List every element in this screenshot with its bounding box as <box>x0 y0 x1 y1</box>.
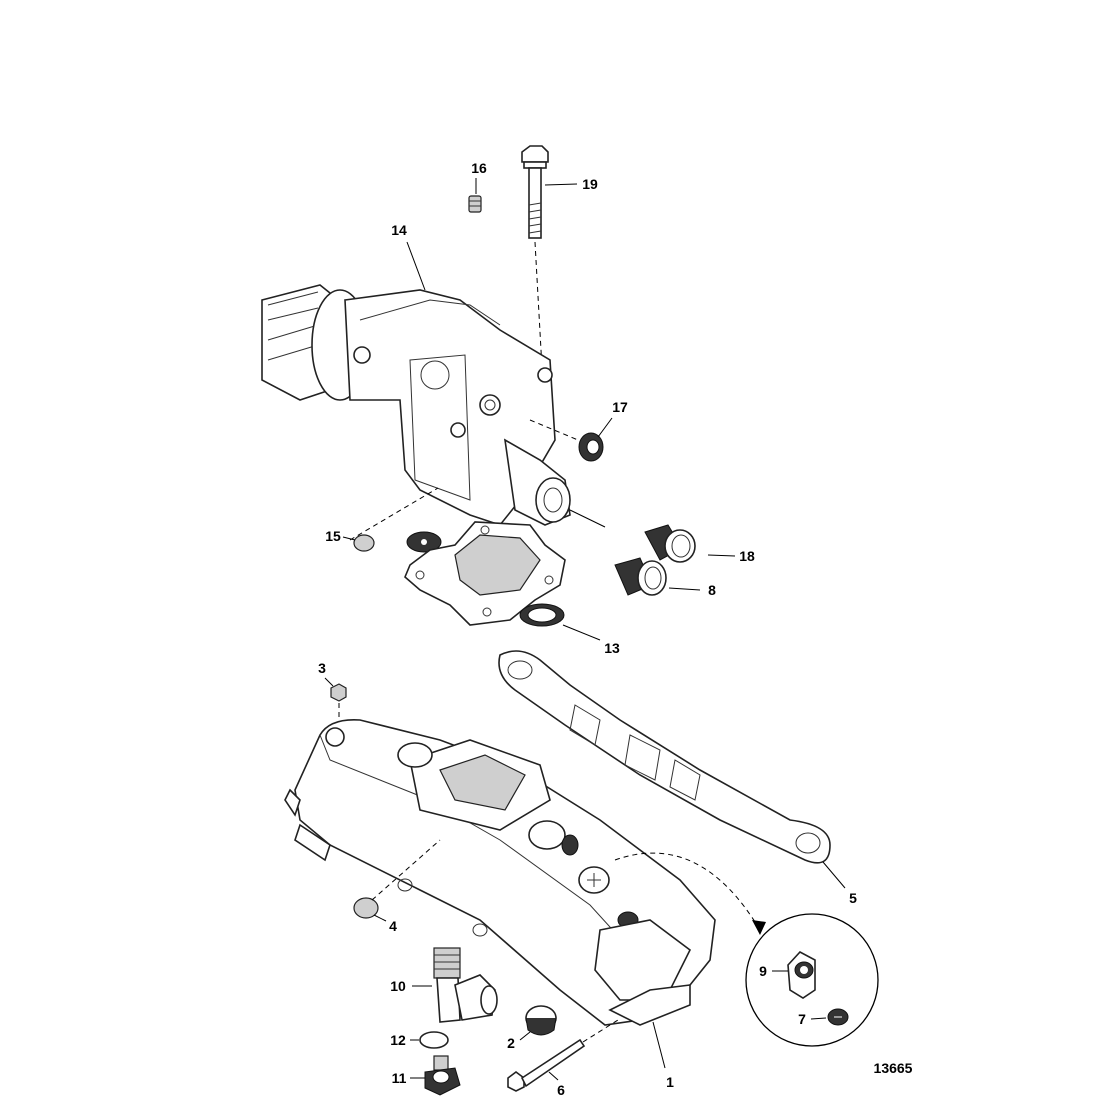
callout-3: 3 <box>318 660 326 676</box>
part-13-gasket <box>404 521 566 627</box>
part-12-o-ring <box>419 1031 449 1049</box>
figure-number: 13665 <box>873 1060 913 1076</box>
callout-12: 12 <box>390 1032 406 1048</box>
detail-inset <box>745 913 879 1047</box>
callout-19: 19 <box>582 176 598 192</box>
callout-11: 11 <box>391 1070 407 1086</box>
callout-15: 15 <box>325 528 341 544</box>
part-3-nut <box>330 683 347 702</box>
callout-14: 14 <box>391 222 407 238</box>
callout-6: 6 <box>557 1082 565 1098</box>
part-14-exhaust-elbow <box>261 284 571 526</box>
callout-17: 17 <box>612 399 628 415</box>
part-8-fitting <box>614 557 667 596</box>
callout-4: 4 <box>389 918 397 934</box>
callout-10: 10 <box>390 978 406 994</box>
part-1-exhaust-manifold <box>284 718 716 1026</box>
part-19-bolt <box>521 145 549 239</box>
callout-2: 2 <box>507 1035 515 1051</box>
part-17-pipe-plug <box>578 432 604 462</box>
callout-8: 8 <box>708 582 716 598</box>
leader-dashed <box>534 241 543 369</box>
callout-5: 5 <box>849 890 857 906</box>
part-15-plug <box>353 534 375 552</box>
part-4-plug <box>353 897 379 919</box>
part-2-plug <box>525 1005 557 1036</box>
callout-7: 7 <box>798 1011 806 1027</box>
callout-18: 18 <box>739 548 755 564</box>
callout-1: 1 <box>666 1074 674 1090</box>
part-6-bolt <box>507 1038 586 1092</box>
part-5-manifold-gasket <box>498 650 831 864</box>
part-10-elbow-fitting <box>433 947 498 1023</box>
part-16-set-screw <box>468 195 482 213</box>
callout-9: 9 <box>759 963 767 979</box>
part-18-fitting <box>644 524 696 563</box>
callout-16: 16 <box>471 160 487 176</box>
part-11-drain-plug <box>424 1055 461 1096</box>
callout-13: 13 <box>604 640 620 656</box>
